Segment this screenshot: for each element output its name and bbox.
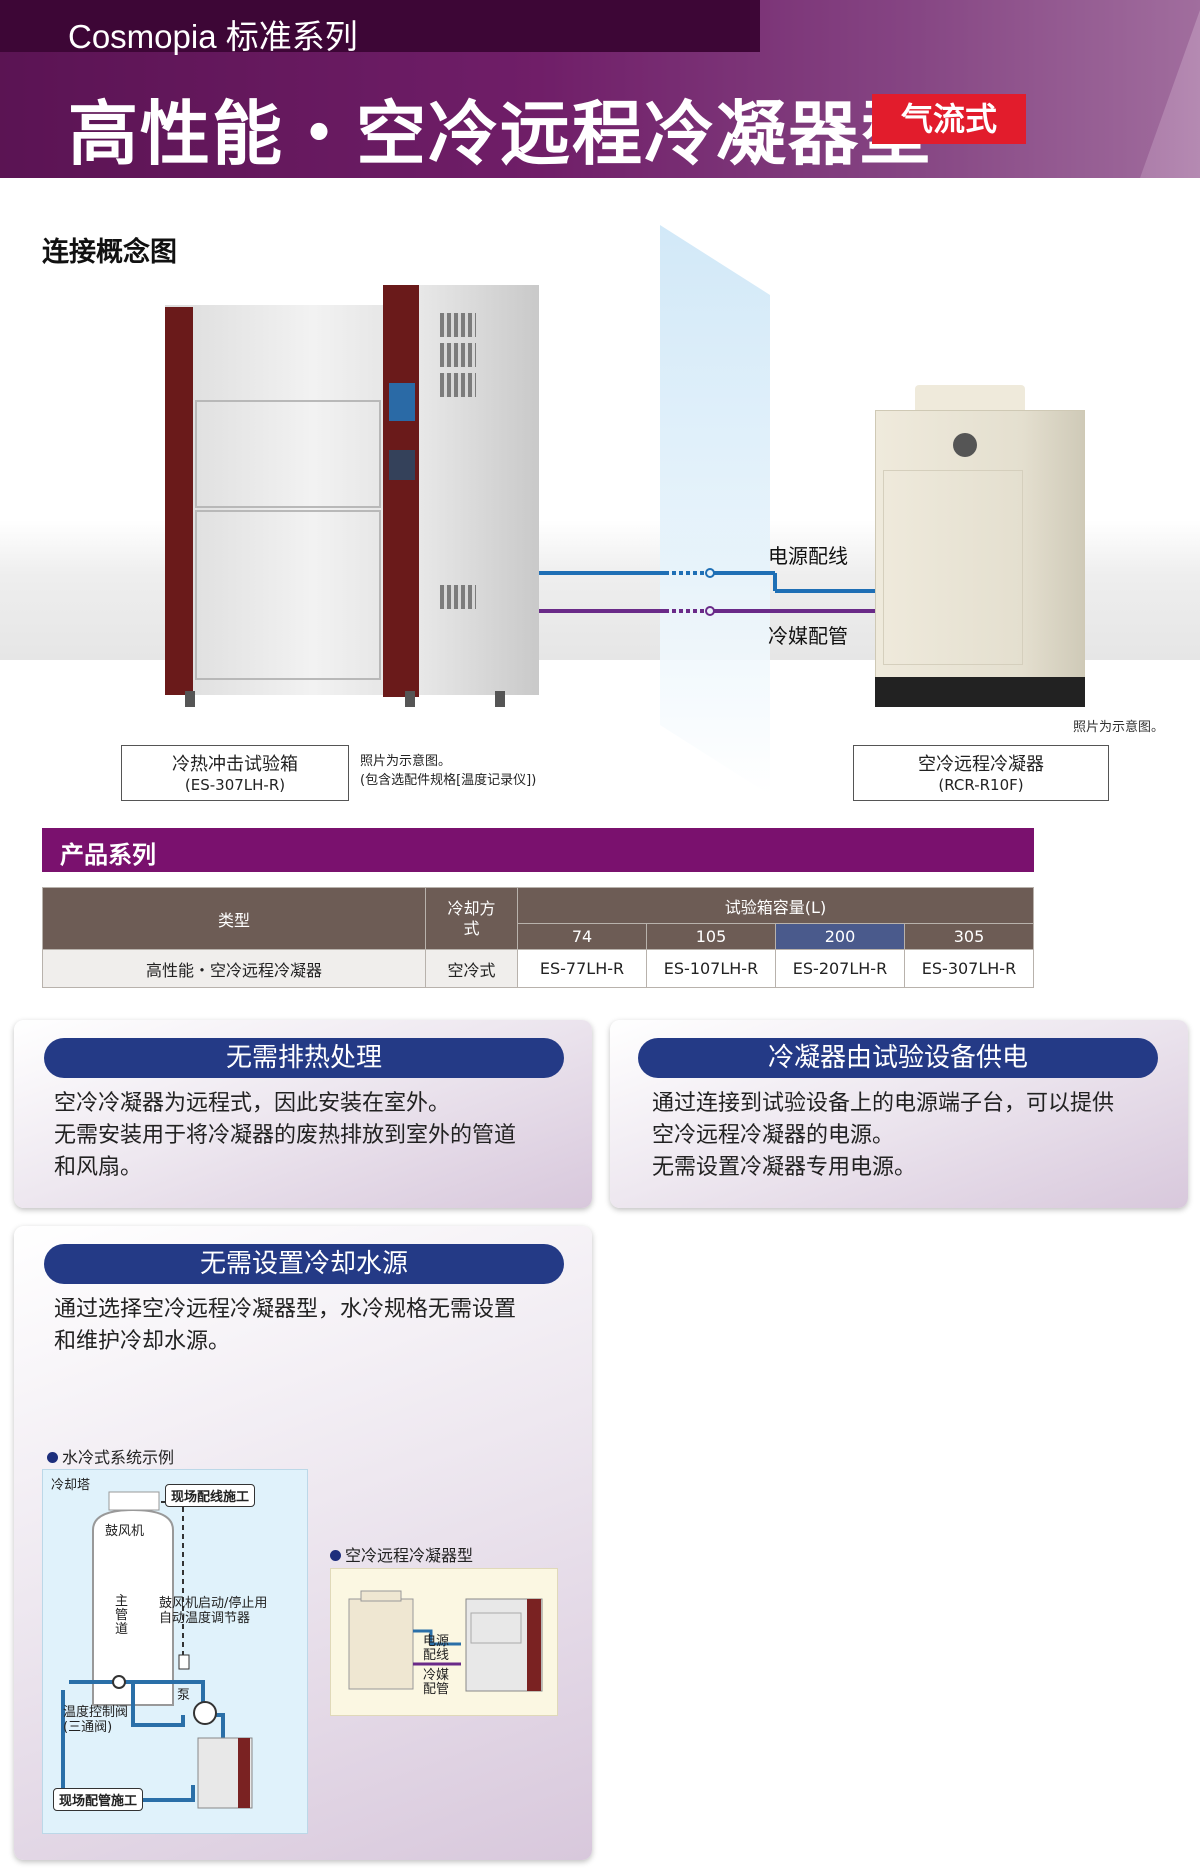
photo-note-left-line1: 照片为示意图。 [360,754,452,769]
air-refrigerant-label: 冷媒配管 [423,1668,450,1697]
photo-note-left: 照片为示意图。 (包含选配件规格[温度记录仪]) [360,752,536,790]
pump-label: 泵 [177,1688,191,1703]
feature-line: 通过连接到试验设备上的电源端子台，可以提供 [652,1091,1115,1116]
valve-text: 温度控制阀 [63,1705,129,1720]
type-badge: 气流式 [872,94,1026,144]
connection-lines [530,568,885,616]
wall-divider [660,225,770,795]
main-pipe-label: 主管道 [115,1594,129,1637]
blower-control-text: 鼓风机启动/停止用 [159,1596,268,1611]
condenser-model: (RCR-R10F) [938,776,1024,794]
model-74: ES-77LH-R [517,949,647,988]
feature-line: 空冷冷凝器为远程式，因此安装在室外。 [54,1091,451,1116]
capacity-105: 105 [646,923,776,950]
capacity-200: 200 [775,923,905,950]
air-system-drawing [348,1590,543,1692]
condenser-caption: 空冷远程冷凝器 (RCR-R10F) [853,745,1109,801]
refrigerant-line [530,606,885,616]
air-example-title: 空冷远程冷凝器型 [345,1546,474,1565]
valve-label: 温度控制阀 (三通阀) [63,1705,128,1735]
power-wiring-label: 电源配线 [768,544,848,568]
bullet-icon [47,1452,58,1463]
col-cooling-header: 冷却方式 [425,887,518,950]
chamber-model: (ES-307LH-R) [184,776,286,794]
feature-line: 无需设置冷凝器专用电源。 [652,1155,917,1180]
product-series-heading: 产品系列 [60,841,156,869]
feature-title-heat: 无需排热处理 [44,1038,564,1078]
feature-title-power: 冷凝器由试验设备供电 [638,1038,1158,1078]
brand-logo-icon [953,433,977,457]
feature-body-power: 通过连接到试验设备上的电源端子台，可以提供 空冷远程冷凝器的电源。 无需设置冷凝… [652,1088,1114,1184]
water-system-diagram: 冷却塔 鼓风机 主管道 现场配线施工 鼓风机启动/停止用 自动温度调节器 泵 温… [42,1469,308,1834]
row-cooling: 空冷式 [425,949,518,988]
air-power-label: 电源配线 [423,1634,450,1663]
capacity-74: 74 [517,923,647,950]
feature-body-heat: 空冷冷凝器为远程式，因此安装在室外。 无需安装用于将冷凝器的废热排放到室外的管道… [54,1088,516,1184]
air-example-heading: 空冷远程冷凝器型 [330,1542,473,1566]
table-row: 高性能・空冷远程冷凝器 空冷式 ES-77LH-R ES-107LH-R ES-… [42,949,1034,988]
cooling-tower-label: 冷却塔 [51,1478,91,1493]
auto-temp-text: 自动温度调节器 [159,1611,251,1626]
condenser-name: 空冷远程冷凝器 [918,754,1044,775]
product-table: 类型 冷却方式 试验箱容量(L) 74 105 200 305 高性能・空冷远程… [42,887,1034,988]
page-header [0,0,1200,178]
page-title: 高性能・空冷远程冷凝器型 [68,93,932,175]
field-piping-tag: 现场配管施工 [53,1788,144,1811]
series-label: Cosmopia 标准系列 [68,18,358,55]
col-capacity-header: 试验箱容量(L) [517,887,1034,924]
bullet-icon [330,1550,341,1561]
row-type: 高性能・空冷远程冷凝器 [42,949,426,988]
feature-line: 无需安装用于将冷凝器的废热排放到室外的管道 [54,1123,517,1148]
product-series-bar [42,828,1034,872]
blower-label: 鼓风机 [105,1524,145,1539]
test-chamber-image [165,285,539,710]
feature-body-water: 通过选择空冷远程冷凝器型，水冷规格无需设置 和维护冷却水源。 [54,1294,516,1358]
feature-line: 空冷远程冷凝器的电源。 [652,1123,895,1148]
water-system-drawing [61,1491,253,1809]
refrigerant-pipe-label: 冷媒配管 [768,624,848,648]
valve-sub-text: (三通阀) [63,1720,113,1735]
feature-line: 通过选择空冷远程冷凝器型，水冷规格无需设置 [54,1297,517,1322]
water-example-title: 水冷式系统示例 [62,1448,175,1467]
model-305: ES-307LH-R [904,949,1034,988]
air-system-diagram: 电源配线 冷媒配管 [330,1568,558,1716]
col-type-header: 类型 [42,887,426,950]
feature-line: 和维护冷却水源。 [54,1329,231,1354]
blower-control-label: 鼓风机启动/停止用 自动温度调节器 [159,1596,267,1626]
feature-card-power: 冷凝器由试验设备供电 通过连接到试验设备上的电源端子台，可以提供 空冷远程冷凝器… [610,1020,1188,1208]
concept-heading: 连接概念图 [42,237,177,268]
feature-card-heat: 无需排热处理 空冷冷凝器为远程式，因此安装在室外。 无需安装用于将冷凝器的废热排… [14,1020,592,1208]
photo-note-left-line2: (包含选配件规格[温度记录仪]) [360,773,537,788]
model-200: ES-207LH-R [775,949,905,988]
photo-note-right: 照片为示意图。 [1073,720,1165,735]
feature-title-water: 无需设置冷却水源 [44,1244,564,1284]
condenser-image [875,385,1085,710]
chamber-name: 冷热冲击试验箱 [172,754,298,775]
water-example-heading: 水冷式系统示例 [47,1444,174,1468]
feature-line: 和风扇。 [54,1155,143,1180]
power-line [530,568,885,593]
chamber-caption: 冷热冲击试验箱 (ES-307LH-R) [121,745,349,801]
model-105: ES-107LH-R [646,949,776,988]
field-wiring-tag: 现场配线施工 [165,1484,256,1507]
capacity-305: 305 [904,923,1034,950]
